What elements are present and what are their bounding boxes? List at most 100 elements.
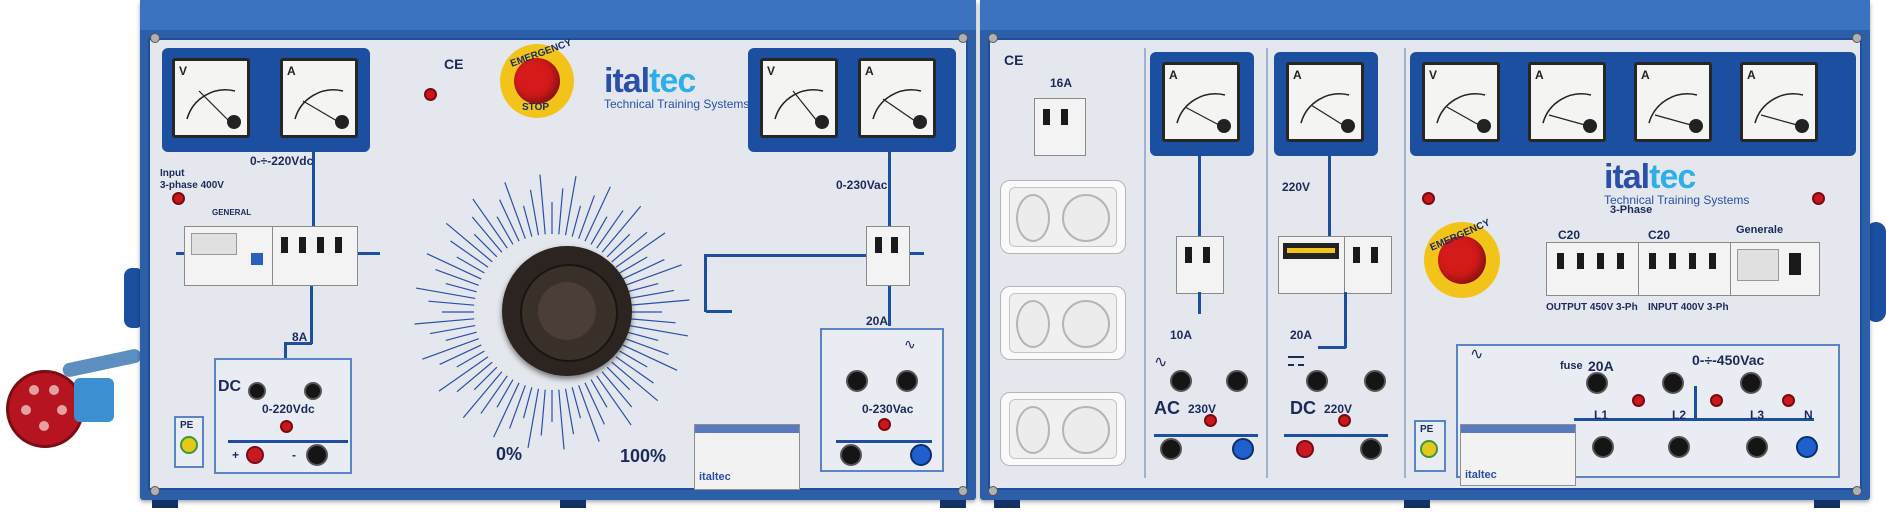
plate-brand-right: italtec <box>1465 469 1497 481</box>
ac-neutral-terminal[interactable] <box>840 444 862 466</box>
emergency-label-bottom: STOP <box>522 102 550 113</box>
dc-negative-terminal[interactable] <box>1360 438 1382 460</box>
foot <box>994 500 1020 508</box>
dc-rectifier-module <box>1278 236 1346 294</box>
screw <box>150 486 160 496</box>
pe-label: PE <box>180 420 194 431</box>
meter-zero-knob[interactable] <box>913 115 927 129</box>
phase-fuse-holder[interactable] <box>1662 372 1684 394</box>
meter-zero-knob[interactable] <box>1477 119 1491 133</box>
power-socket[interactable] <box>1000 286 1126 360</box>
divider <box>1144 48 1146 478</box>
three-phase-range-label: 0-÷-450Vac <box>1692 352 1765 368</box>
ac-output-breaker[interactable] <box>866 226 910 286</box>
meter-unit-label: A <box>865 64 874 78</box>
ac-earth-terminal[interactable] <box>1232 438 1254 460</box>
general-breaker-switch[interactable] <box>272 226 358 286</box>
meter-unit-label: A <box>287 64 296 78</box>
ac-output-label: 0-230Vac <box>862 402 914 416</box>
sine-wave-icon: ∿ <box>904 336 916 352</box>
ammeter-ac: A <box>858 58 936 138</box>
variac-scale-tick <box>629 318 676 324</box>
variac-scale-tick <box>606 233 631 258</box>
input-sub-label: 3-phase 400V <box>160 180 224 191</box>
phase-l2-terminal[interactable] <box>1668 436 1690 458</box>
screw <box>150 33 160 43</box>
meter-zero-knob[interactable] <box>1795 119 1809 133</box>
neutral-terminal[interactable] <box>1796 436 1818 458</box>
output-breaker-c20[interactable] <box>1546 242 1640 296</box>
ac-terminal[interactable] <box>896 370 918 392</box>
variac-knob[interactable] <box>502 246 632 376</box>
pe-terminal-right[interactable] <box>1420 440 1438 458</box>
phase-l1-terminal[interactable] <box>1592 436 1614 458</box>
dc-positive-terminal[interactable] <box>246 446 264 464</box>
input-label: Input <box>160 168 185 179</box>
meter-zero-knob[interactable] <box>1217 119 1231 133</box>
variac-scale-tick <box>601 205 642 253</box>
screw <box>958 486 968 496</box>
variac-scale-tick <box>564 388 575 435</box>
dc-fuse-holder[interactable] <box>248 382 266 400</box>
rcd-test-button[interactable] <box>251 253 263 265</box>
variac-scale-tick <box>504 182 526 239</box>
wire <box>1694 386 1697 420</box>
emergency-stop-button[interactable] <box>514 58 560 104</box>
left-panel-top <box>140 0 976 30</box>
phase-fuse-holder[interactable] <box>1740 372 1762 394</box>
ac-terminal[interactable] <box>846 370 868 392</box>
wire <box>836 440 932 443</box>
dc-indicator-lamp <box>280 420 293 433</box>
variac-scale-tick <box>558 188 564 235</box>
power-socket[interactable] <box>1000 180 1126 254</box>
variac-scale-tick <box>428 300 475 306</box>
dc-output-label: 0-220Vdc <box>262 402 315 416</box>
ac-breaker-10a[interactable] <box>1176 236 1224 294</box>
meter-unit-label: A <box>1747 68 1756 82</box>
ammeter-l2: A <box>1634 62 1712 142</box>
dc-breaker-20a[interactable] <box>1344 236 1392 294</box>
dc-negative-terminal[interactable] <box>306 444 328 466</box>
variac-scale-tick <box>611 361 659 402</box>
meter-zero-knob[interactable] <box>815 115 829 129</box>
dc-fuse-holder[interactable] <box>304 382 322 400</box>
fuse-8a-label: 8A <box>292 330 308 344</box>
wire <box>1318 346 1346 349</box>
input-breaker-c20[interactable] <box>1638 242 1732 296</box>
socket-breaker-16a[interactable] <box>1034 98 1086 156</box>
ammeter-l3: A <box>1740 62 1818 142</box>
meter-zero-knob[interactable] <box>335 115 349 129</box>
meter-scale <box>186 89 236 122</box>
variac-scale-tick <box>629 299 690 306</box>
c20-b-label: C20 <box>1648 228 1671 242</box>
variac-scale-tick <box>615 356 654 384</box>
variac-scale-tick <box>619 350 648 368</box>
phase-l3-terminal[interactable] <box>1746 436 1768 458</box>
ac-socket-terminal[interactable] <box>1170 370 1192 392</box>
variac-scale-tick <box>496 216 514 245</box>
variac-scale-tick <box>456 350 485 368</box>
variac-scale-tick <box>450 240 489 268</box>
wire <box>1198 292 1201 314</box>
generale-label: Generale <box>1736 224 1784 236</box>
ac-neutral-terminal[interactable] <box>1160 438 1182 460</box>
meter-zero-knob[interactable] <box>1583 119 1597 133</box>
general-rcd-breaker[interactable] <box>1730 242 1820 296</box>
pe-terminal[interactable] <box>180 436 198 454</box>
ac-earth-terminal[interactable] <box>910 444 932 466</box>
phase-fuse-holder[interactable] <box>1586 372 1608 394</box>
dc-positive-terminal[interactable] <box>1296 440 1314 458</box>
meter-zero-knob[interactable] <box>1341 119 1355 133</box>
ac-socket-terminal[interactable] <box>1226 370 1248 392</box>
emergency-stop-button-right[interactable] <box>1438 236 1486 284</box>
power-socket[interactable] <box>1000 392 1126 466</box>
dc-lamp <box>1338 414 1351 427</box>
dc-socket-terminal[interactable] <box>1306 370 1328 392</box>
plug-collar <box>74 378 114 422</box>
meter-zero-knob[interactable] <box>1689 119 1703 133</box>
meter-zero-knob[interactable] <box>227 115 241 129</box>
variac-scale-tick <box>628 289 675 300</box>
dc-socket-terminal[interactable] <box>1364 370 1386 392</box>
variac-scale-tick <box>439 344 482 365</box>
wire <box>1328 156 1331 236</box>
